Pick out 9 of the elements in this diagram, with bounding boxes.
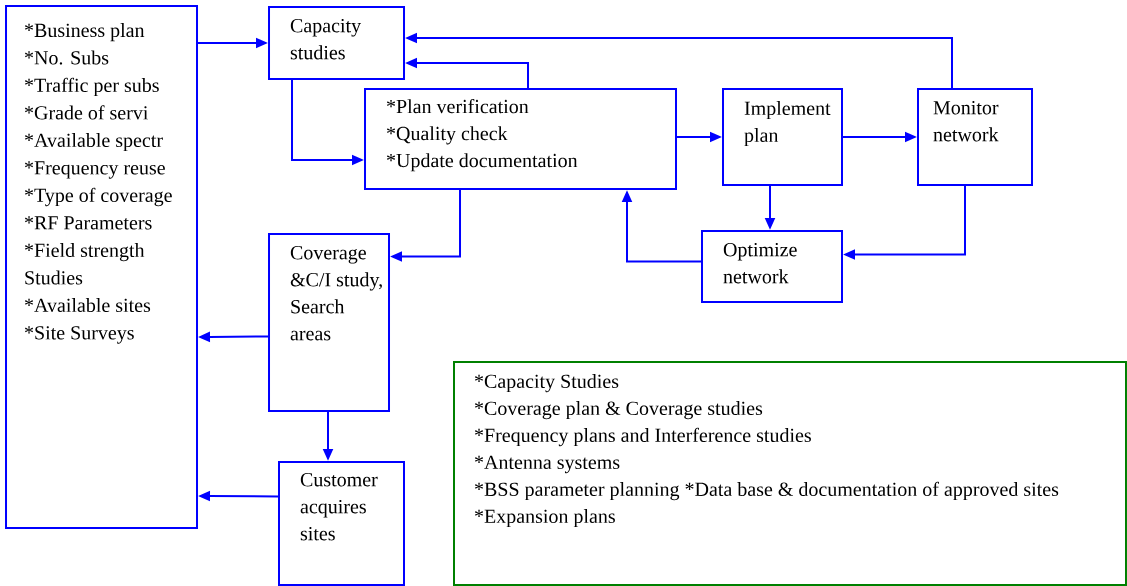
process-box: Implement plan	[722, 88, 843, 186]
process-box: Coverage &C/I study, Search areas	[268, 233, 390, 412]
note-box: *Capacity Studies *Coverage plan & Coverage studies *Frequency plans and Interference studies *Antenna systems *BSS parameter planning *Data base & documentation of approved sites *Expansion plans	[453, 361, 1127, 586]
process-box: Customer acquires sites	[278, 461, 405, 586]
process-box: Monitor network	[917, 88, 1033, 186]
list-box: *Business plan *No. Subs *Traffic per subs *Grade of servi *Available spectr *Frequency reuse *Type of coverage *RF Parameters *Field strength Studies *Available sites *Site Surveys	[5, 5, 198, 529]
process-box: Capacity studies	[268, 6, 405, 80]
process-box: Optimize network	[701, 230, 843, 303]
process-box: *Plan verification *Quality check *Update documentation	[364, 88, 677, 190]
